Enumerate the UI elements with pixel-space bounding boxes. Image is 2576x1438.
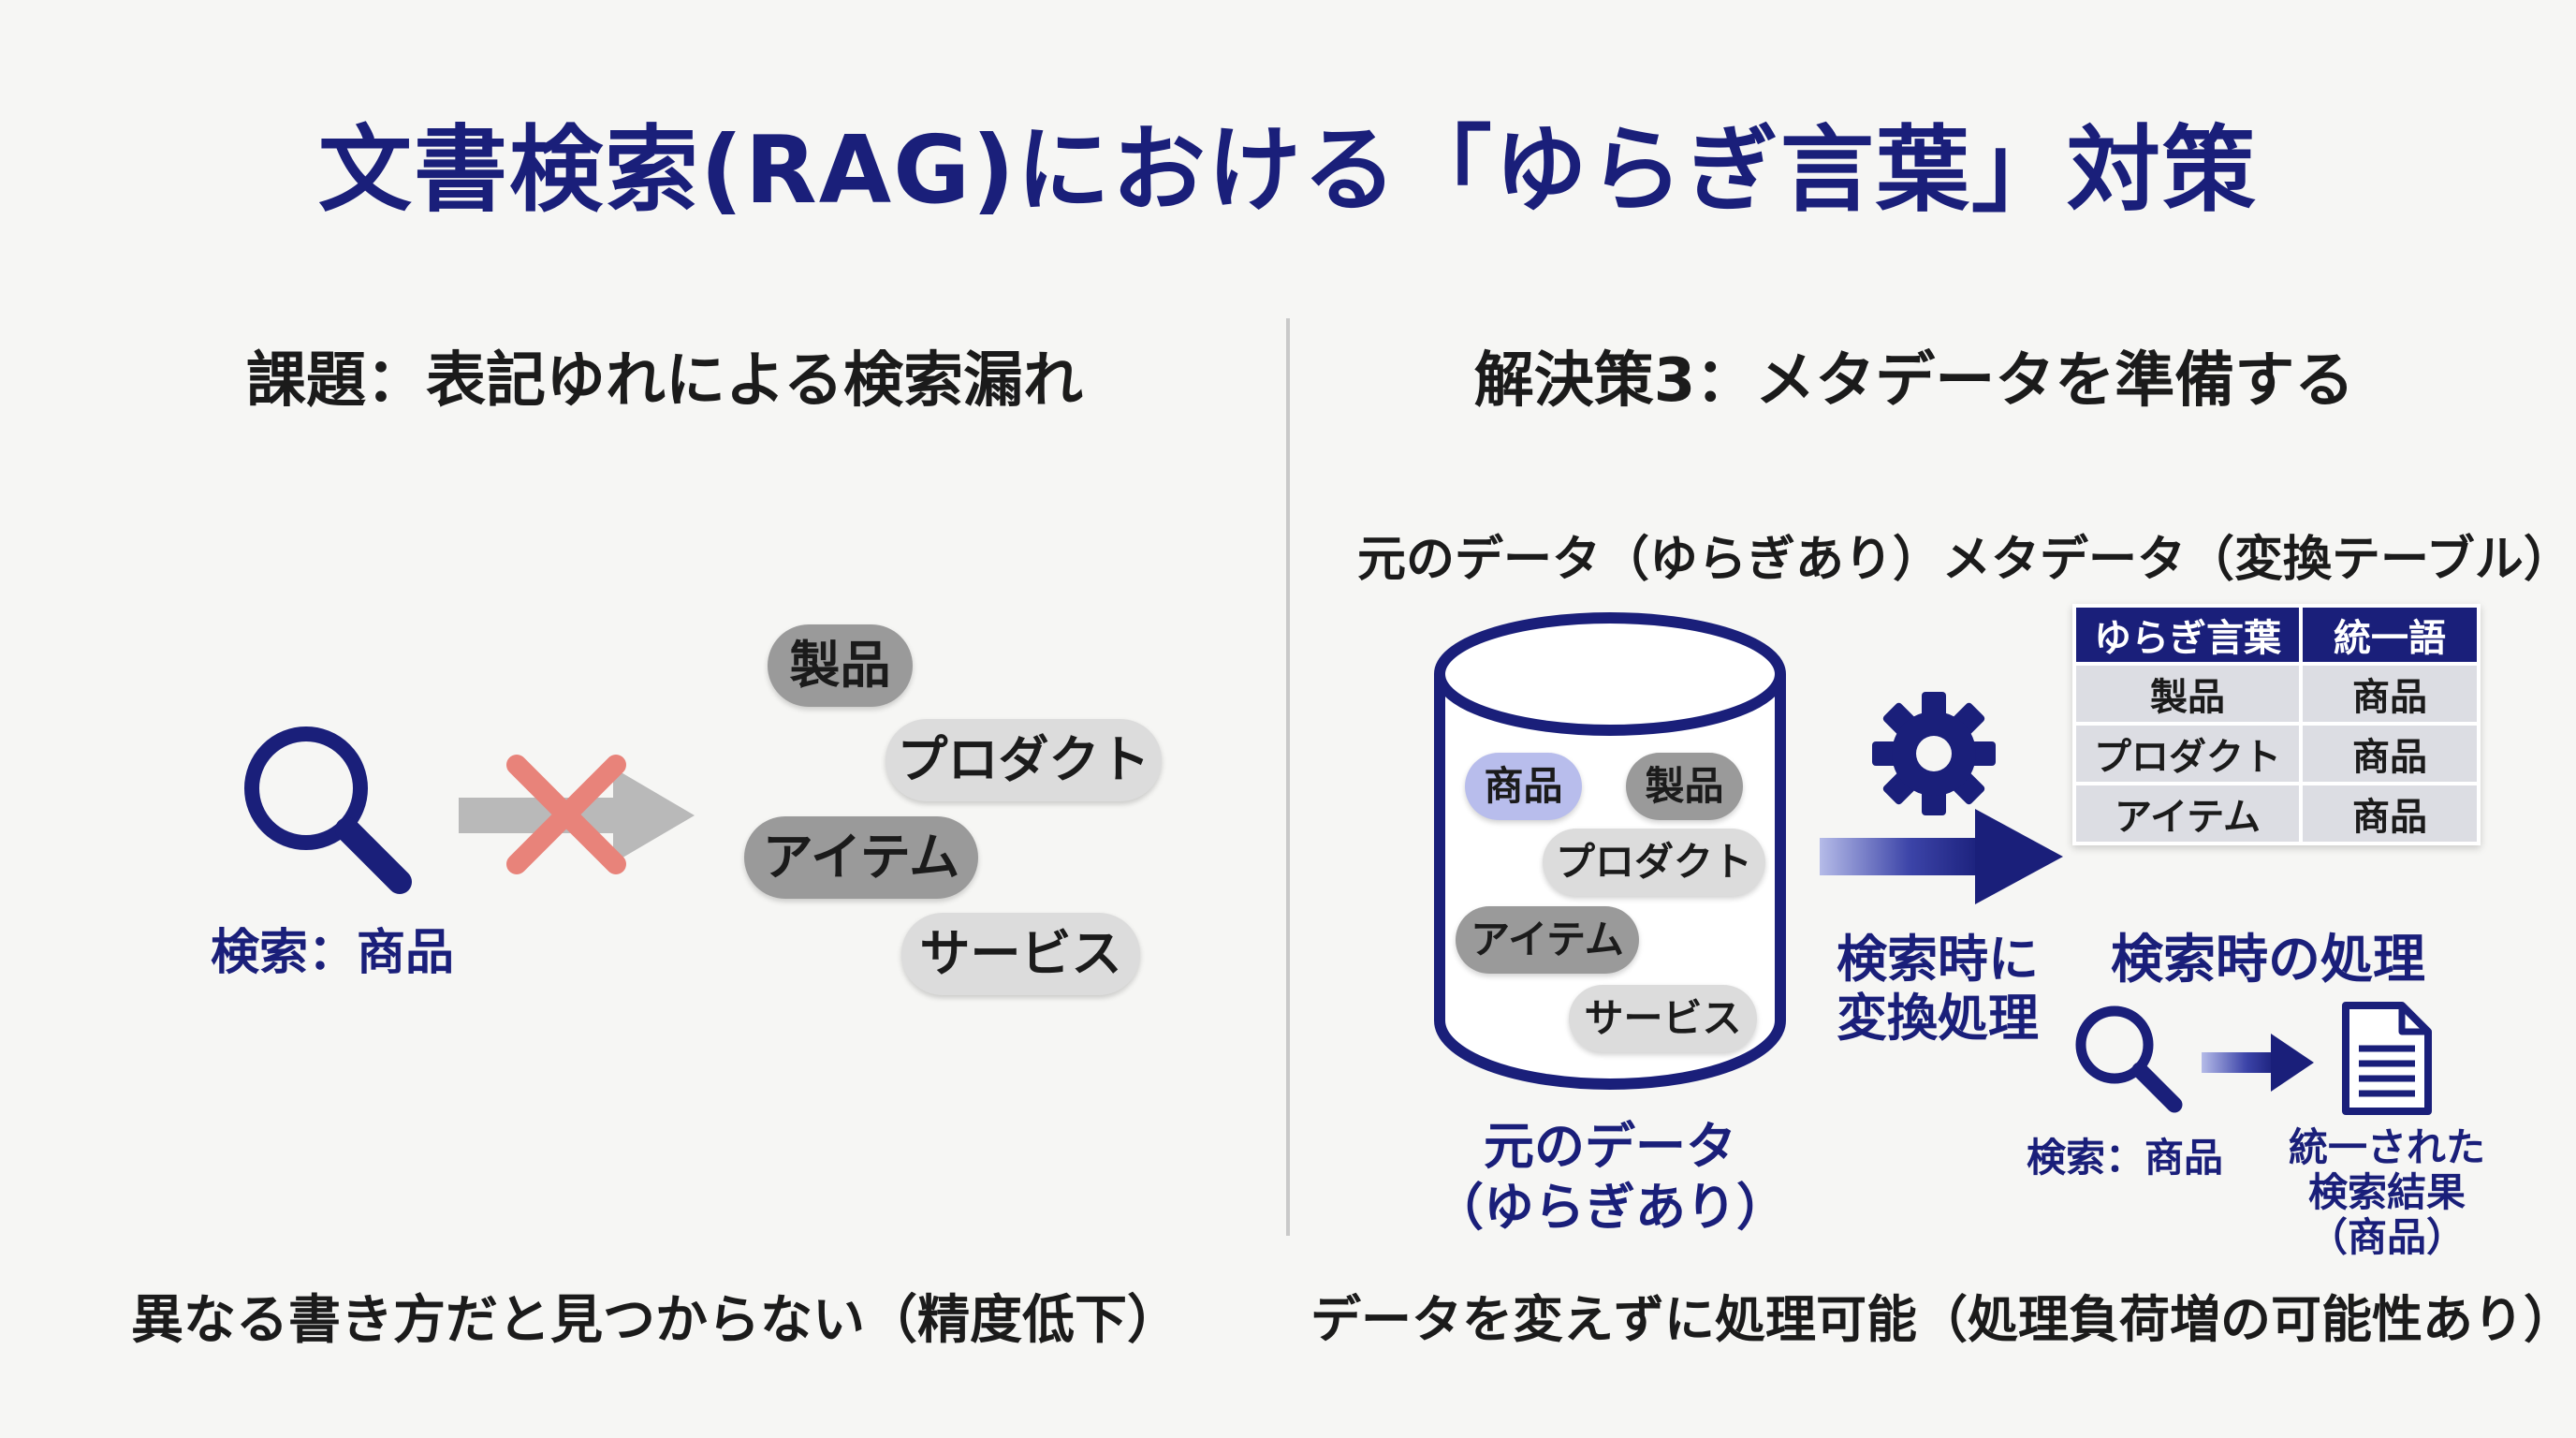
section-divider	[1286, 318, 1290, 1236]
word-pill: 製品	[768, 624, 913, 707]
word-pill: アイテム	[744, 816, 978, 899]
right-footer: データを変えずに処理可能（処理負荷増の可能性あり）	[1310, 1290, 2574, 1349]
convert-label-line1: 検索時に	[1837, 930, 2039, 989]
page-title: 文書検索(RAG)における「ゆらぎ言葉」対策	[318, 115, 2258, 225]
word-pill: サービス	[901, 913, 1140, 995]
db-word-pill: 製品	[1626, 753, 1743, 820]
magnifier-icon	[2071, 1002, 2188, 1119]
left-footer: 異なる書き方だと見つからない（精度低下）	[131, 1290, 1179, 1351]
result-arrow	[2200, 1030, 2317, 1095]
gear-icon	[1870, 690, 1998, 817]
table-header: ゆらぎ言葉	[2076, 608, 2299, 662]
db-label-line2: （ゆらぎあり）	[1433, 1178, 1787, 1237]
table-cell: 製品	[2076, 666, 2299, 722]
convert-label-line2: 変換処理	[1837, 989, 2039, 1048]
table-header: 統一語	[2303, 608, 2477, 662]
table-cell: アイテム	[2076, 785, 2299, 842]
left-heading: 課題：表記ゆれによる検索漏れ	[245, 346, 1084, 416]
process-title: 検索時の処理	[2111, 930, 2425, 990]
meta-caption: メタデータ（変換テーブル）	[1942, 532, 2572, 588]
result-label-line1: 統一された	[2288, 1124, 2485, 1170]
table-cell: 商品	[2303, 785, 2477, 842]
source-caption: 元のデータ（ゆらぎあり）	[1357, 532, 1942, 588]
db-word-pill: プロダクト	[1543, 829, 1765, 896]
db-word-pill: アイテム	[1456, 906, 1639, 974]
table-row: アイテム 商品	[2076, 785, 2477, 842]
table-cell: 商品	[2303, 666, 2477, 722]
db-word-pill: サービス	[1569, 985, 1757, 1052]
table-row: 製品 商品	[2076, 666, 2477, 722]
db-label-line1: 元のデータ	[1484, 1117, 1736, 1176]
conversion-table: ゆらぎ言葉 統一語 製品 商品 プロダクト 商品 アイテム 商品	[2072, 604, 2481, 845]
magnifier-icon	[239, 721, 426, 908]
result-label-line2: 検索結果	[2307, 1169, 2466, 1215]
left-search-label: 検索：商品	[210, 925, 454, 981]
document-icon	[2340, 1000, 2434, 1117]
process-search-label: 検索：商品	[2026, 1135, 2223, 1181]
cross-icon	[505, 754, 627, 875]
table-cell: 商品	[2303, 726, 2477, 782]
db-word-pill: 商品	[1465, 753, 1582, 820]
result-label-line3: （商品）	[2307, 1214, 2466, 1260]
right-heading: 解決策3：メタデータを準備する	[1473, 346, 2355, 416]
word-pill: プロダクト	[886, 719, 1162, 801]
table-cell: プロダクト	[2076, 726, 2299, 782]
table-row: プロダクト 商品	[2076, 726, 2477, 782]
convert-arrow	[1816, 805, 2069, 908]
